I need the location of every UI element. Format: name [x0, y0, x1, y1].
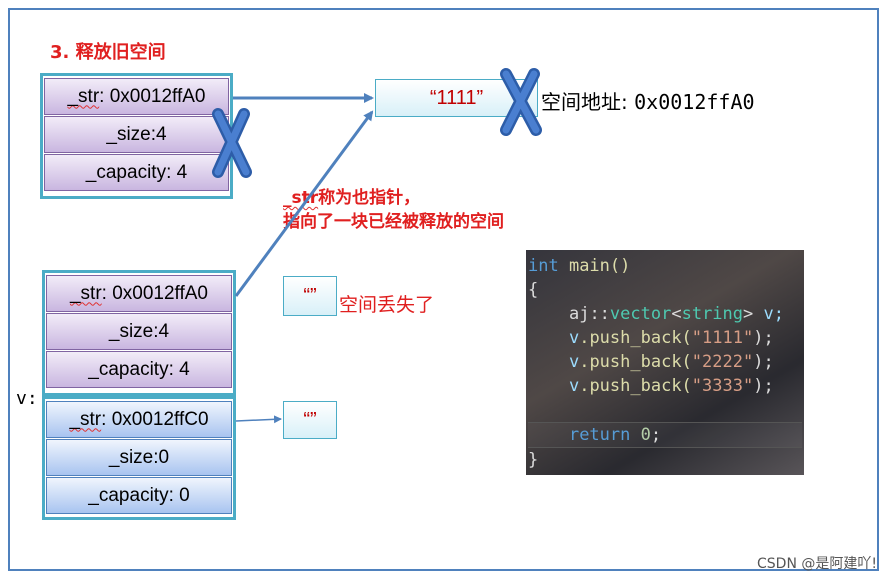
space-lost-label: 空间丢失了 [339, 294, 435, 316]
old-str-value: : 0x0012ffA0 [99, 85, 206, 107]
cross-icon-freed-buffer [500, 68, 542, 136]
code-str-4: "1111" [691, 328, 754, 348]
code-line-8: return 0; [528, 422, 802, 448]
dangling-pointer-note: _str称为也指针， 指向了一块已经被释放的空间 [283, 186, 504, 234]
cross-icon-old-struct [212, 108, 252, 178]
old-capacity-field: _capacity: 4 [44, 154, 229, 191]
code-line-4: v.push_back("1111"); [528, 326, 802, 350]
old-str-field: _str: 0x0012ffA0 [44, 78, 229, 115]
code-call-5: .push_back( [579, 352, 692, 372]
code-line-6: v.push_back("3333"); [528, 374, 802, 398]
code-kw-return: return [568, 425, 631, 445]
note-str-term: _str [283, 188, 319, 208]
code-obj-4: v [568, 328, 580, 348]
code-type-vector: vector [609, 304, 672, 324]
code-obj-5: v [568, 352, 580, 372]
code-line-1: int main() [528, 254, 802, 278]
code-ns: aj [568, 304, 590, 324]
arrow-current-str-to-buffer [234, 110, 374, 297]
vector-v-label: v: [16, 388, 38, 409]
current-size-field: _size:4 [46, 313, 232, 350]
old-string-struct: _str: 0x0012ffA0 _size:4 _capacity: 4 [40, 73, 233, 199]
current-capacity-field: _capacity: 4 [46, 351, 232, 388]
code-sep: :: [589, 304, 610, 324]
step-title: 3. 释放旧空间 [50, 42, 166, 63]
code-gt: > [743, 304, 754, 324]
code-call-4: .push_back( [579, 328, 692, 348]
code-var-v: v; [753, 304, 784, 324]
code-num-0: 0 [630, 425, 651, 445]
string-buffer-empty-lost: “” [283, 276, 337, 316]
new-str-label: _str [69, 408, 102, 430]
old-str-label: _str [67, 85, 100, 107]
code-kw-int: int [528, 256, 559, 276]
code-snippet: int main() { aj::vector<string> v; v.pus… [526, 250, 804, 475]
address-label: 空间地址: 0x0012ffA0 [541, 86, 755, 115]
address-value: 0x0012ffA0 [634, 90, 755, 114]
code-end-6: ); [753, 376, 774, 396]
code-type-string: string [681, 304, 744, 324]
current-str-value: : 0x0012ffA0 [101, 282, 209, 304]
code-end-4: ); [753, 328, 774, 348]
code-str-6: "3333" [691, 376, 754, 396]
code-obj-6: v [568, 376, 580, 396]
code-lt: < [671, 304, 682, 324]
new-string-struct: _str: 0x0012ffC0 _size:0 _capacity: 0 [42, 396, 236, 520]
note-line-1-text: 称为也指针， [318, 188, 421, 208]
new-size-field: _size:0 [46, 439, 232, 476]
code-end-8: ; [650, 425, 662, 445]
code-line-9: } [528, 450, 539, 470]
old-size-field: _size:4 [44, 116, 229, 153]
code-line-2: { [528, 280, 539, 300]
code-line-5: v.push_back("2222"); [528, 350, 802, 374]
note-line-2: 指向了一块已经被释放的空间 [283, 212, 504, 232]
code-line-3: aj::vector<string> v; [528, 302, 802, 326]
string-buffer-empty-new: “” [283, 401, 337, 439]
new-capacity-field: _capacity: 0 [46, 477, 232, 514]
new-str-field: _str: 0x0012ffC0 [46, 401, 232, 438]
code-call-6: .push_back( [579, 376, 692, 396]
address-caption: 空间地址: [541, 90, 628, 114]
current-str-label: _str [69, 282, 102, 304]
watermark: CSDN @是阿建吖! [757, 556, 877, 572]
new-str-value: : 0x0012ffC0 [101, 408, 209, 430]
current-str-field: _str: 0x0012ffA0 [46, 275, 232, 312]
arrow-new-str-to-buffer [235, 415, 282, 424]
code-main: main() [558, 256, 631, 276]
note-line-1: _str称为也指针， [283, 186, 504, 210]
code-str-5: "2222" [691, 352, 754, 372]
code-end-5: ); [753, 352, 774, 372]
current-string-struct: _str: 0x0012ffA0 _size:4 _capacity: 4 [42, 270, 236, 396]
